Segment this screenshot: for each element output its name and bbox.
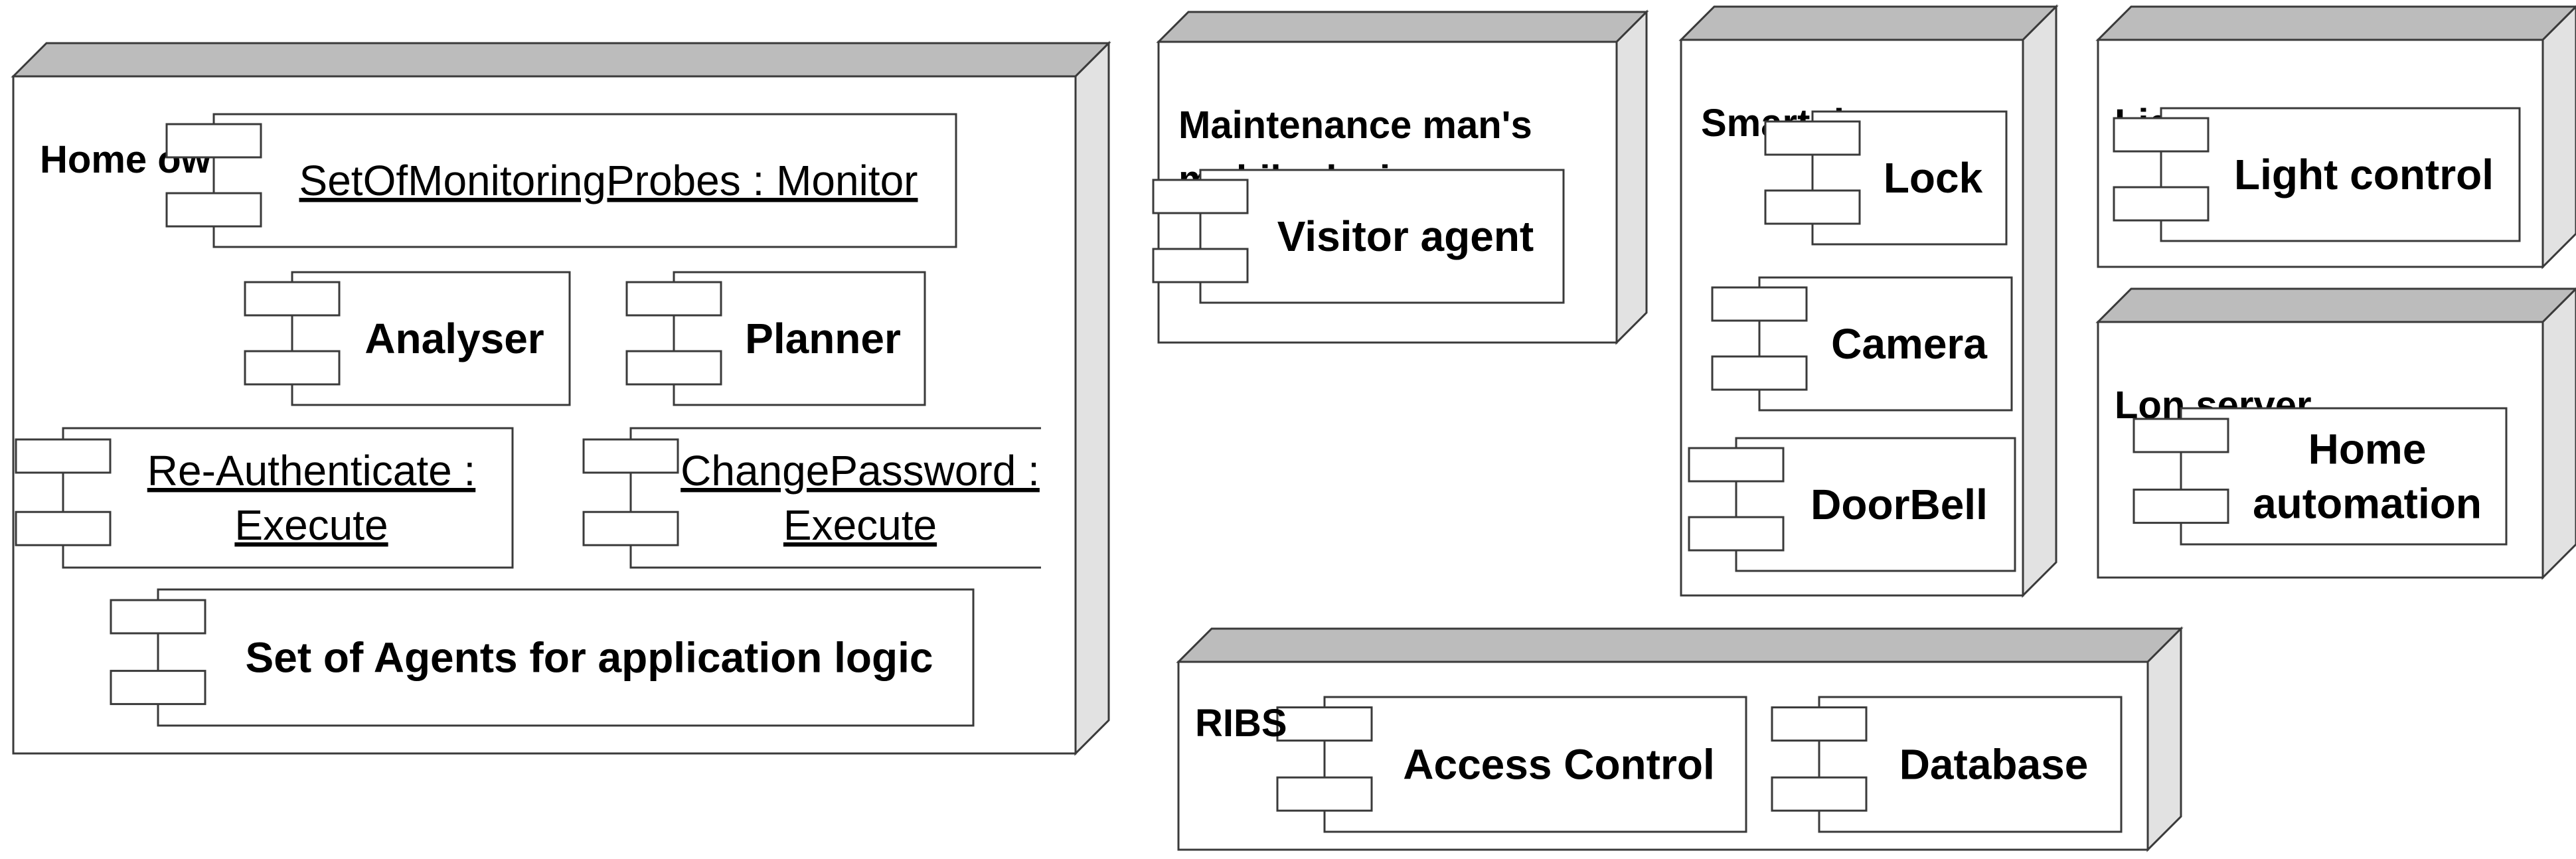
- component-label: Database: [1899, 741, 2089, 789]
- component-tab: [625, 350, 722, 386]
- component-body: [1323, 696, 1747, 833]
- component-label: Home: [2308, 426, 2427, 473]
- component-tab: [1688, 516, 1785, 552]
- component-body: [629, 427, 1044, 569]
- node-ribs: Access Control Database RIBS: [1176, 626, 2184, 852]
- component-doorbell: DoorBell: [1688, 437, 2016, 572]
- component-body: [2160, 107, 2521, 242]
- component-tab: [1276, 706, 1373, 742]
- component-label: Camera: [1831, 320, 1987, 368]
- component-tab: [2133, 418, 2229, 453]
- component-access: Access Control: [1276, 696, 1747, 833]
- component-tab: [582, 438, 679, 474]
- component-tab: [1688, 447, 1785, 483]
- component-tab: [1764, 120, 1861, 156]
- component-label: automation: [2253, 480, 2482, 528]
- component-label: SetOfMonitoringProbes : Monitor: [299, 157, 918, 204]
- node-side-face: [2541, 287, 2576, 580]
- component-tab: [15, 438, 112, 474]
- node-title: Maintenance man's: [1178, 104, 1532, 147]
- component-tab: [2113, 117, 2210, 153]
- node-side-face: [2146, 626, 2182, 852]
- component-tab: [1764, 189, 1861, 225]
- component-body: [212, 113, 957, 248]
- node-door: Smart doorLockCameraDoorBell: [1678, 4, 2059, 598]
- node-title: RIBS: [1195, 702, 1287, 745]
- component-tab: [1276, 776, 1373, 812]
- component-body: [1818, 696, 2123, 833]
- component-homeauto: Home automation: [2133, 407, 2508, 546]
- node-side-face: [2022, 4, 2057, 598]
- component-tab: [2113, 186, 2210, 222]
- component-body: [2180, 407, 2508, 546]
- node-top-face: [11, 42, 1111, 78]
- node-top-face: [1176, 627, 2184, 663]
- component-changepw: ChangePassword : Execute: [582, 426, 1046, 570]
- component-tab: [244, 281, 341, 317]
- component-tab: [244, 350, 341, 386]
- component-light: Light control: [2113, 107, 2521, 242]
- component-tab: [2133, 489, 2229, 524]
- component-label: DoorBell: [1811, 481, 1988, 528]
- component-label: Planner: [745, 315, 901, 362]
- component-tab: [1771, 776, 1868, 812]
- node-top-face: [1678, 5, 2059, 41]
- node-lighting: LightingLight control: [2095, 5, 2576, 270]
- component-label: Execute: [234, 501, 388, 549]
- component-tab: [110, 670, 206, 706]
- component-label: Access Control: [1403, 741, 1714, 789]
- component-body: [157, 588, 975, 727]
- component-label: Set of Agents for application logic: [246, 634, 933, 682]
- node-top-face: [2095, 5, 2576, 41]
- component-tab: [1711, 286, 1808, 322]
- node-top-face: [1156, 11, 1649, 43]
- component-label: Lock: [1884, 154, 1983, 202]
- component-agents: Set of Agents for application logic: [110, 588, 975, 727]
- component-tab: [1771, 706, 1868, 742]
- component-analyser: Analyser: [244, 271, 571, 406]
- component-label: Light control: [2234, 151, 2494, 198]
- component-tab: [625, 281, 722, 317]
- component-lock: Lock: [1764, 110, 2008, 246]
- node-top-face: [2095, 287, 2576, 323]
- component-tab: [1152, 179, 1249, 214]
- component-body: [62, 427, 514, 569]
- component-label: Visitor agent: [1277, 212, 1534, 260]
- component-monitor: SetOfMonitoringProbes : Monitor: [165, 113, 957, 248]
- node-side-face: [1074, 40, 1110, 756]
- component-body: [1199, 169, 1565, 304]
- component-tab: [1152, 248, 1249, 283]
- component-database: Database: [1771, 696, 2123, 833]
- component-reauth: Re-Authenticate : Execute: [15, 427, 514, 569]
- component-label: ChangePassword :: [681, 447, 1040, 495]
- component-tab: [15, 510, 112, 546]
- node-side-face: [2541, 5, 2576, 270]
- component-camera: Camera: [1711, 276, 2013, 412]
- component-tab: [1711, 355, 1808, 391]
- component-planner: Planner: [625, 271, 926, 406]
- node-home: Home owner's mobile deviceSetOfMonitorin…: [11, 40, 1111, 756]
- component-tab: [582, 510, 679, 546]
- component-tab: [165, 123, 262, 159]
- component-visitor: Visitor agent: [1152, 169, 1565, 304]
- component-open-edge: [1041, 426, 1046, 570]
- component-label: Execute: [783, 501, 937, 549]
- component-label: Re-Authenticate :: [147, 447, 476, 495]
- component-label: Analyser: [364, 315, 544, 362]
- node-maint: Maintenance man'smobile deviceVisitor ag…: [1152, 9, 1649, 345]
- component-tab: [165, 192, 262, 228]
- node-side-face: [1615, 9, 1648, 345]
- component-tab: [110, 599, 206, 635]
